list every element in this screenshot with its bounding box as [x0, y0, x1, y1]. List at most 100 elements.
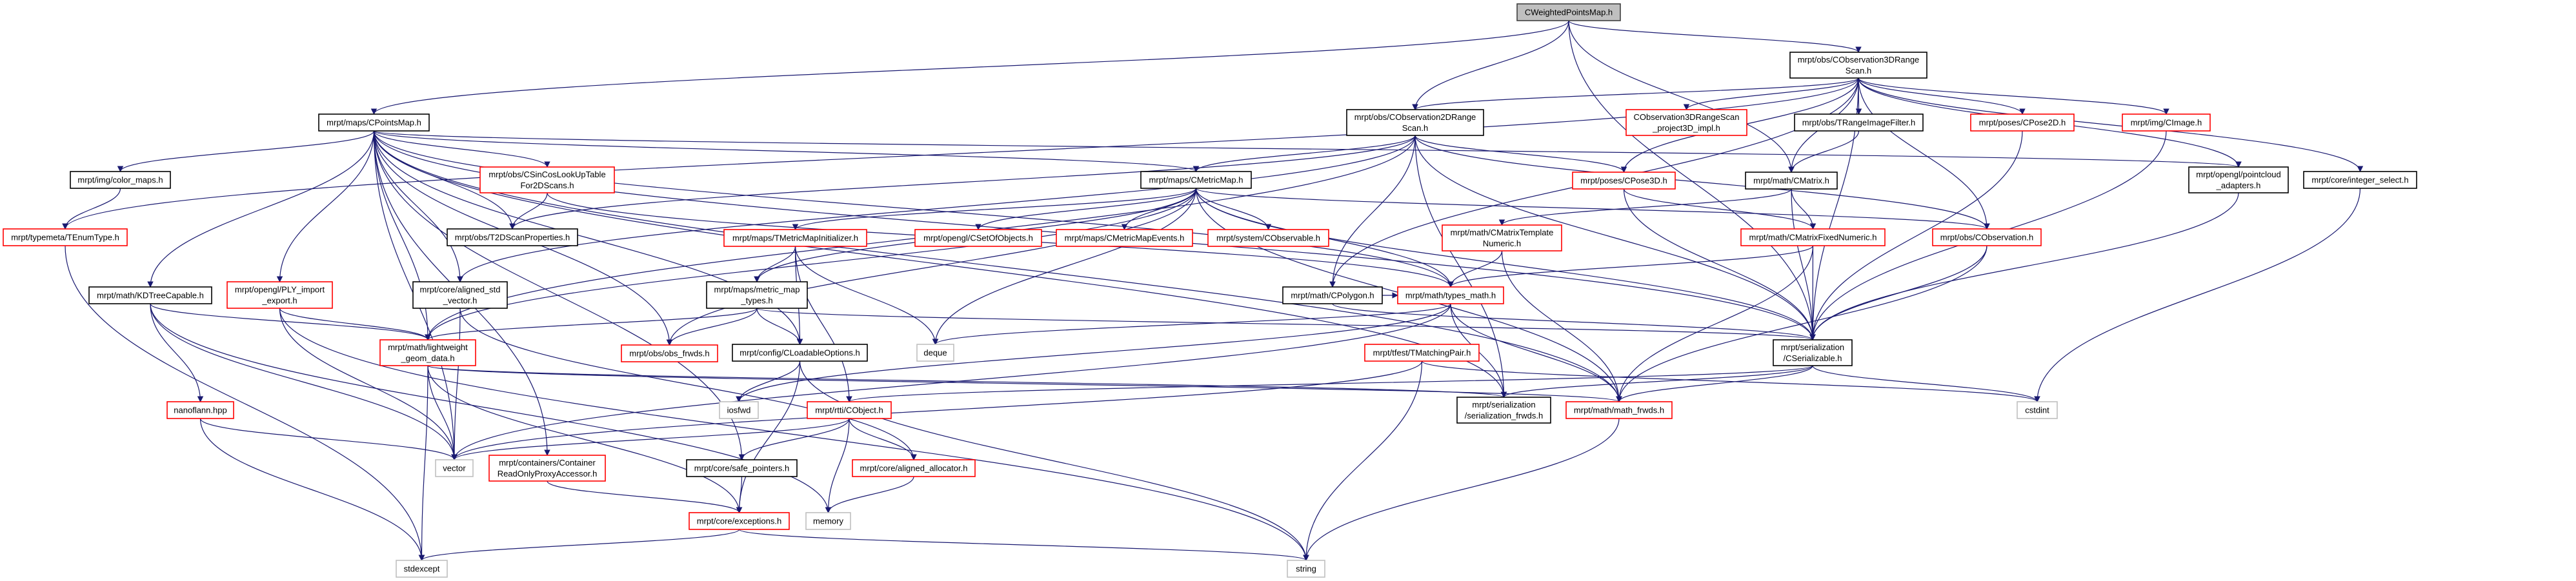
node-dq[interactable]: deque — [916, 344, 954, 362]
node-cw[interactable]: CWeightedPointsMap.h — [1516, 3, 1621, 21]
node-box[interactable] — [914, 229, 1042, 247]
node-cs[interactable]: mrpt/serialization/CSerializable.h — [1773, 339, 1853, 366]
node-box[interactable] — [396, 560, 448, 578]
node-box[interactable] — [166, 401, 234, 419]
node-box[interactable] — [479, 166, 615, 193]
node-box[interactable] — [1516, 3, 1621, 21]
node-mfw[interactable]: mrpt/math/math_frwds.h — [1565, 401, 1673, 419]
node-box[interactable] — [1625, 109, 1747, 136]
node-io[interactable]: iosfwd — [719, 401, 759, 419]
node-box[interactable] — [2303, 171, 2417, 189]
node-box[interactable] — [3, 228, 128, 246]
node-box[interactable] — [1572, 172, 1676, 190]
node-box[interactable] — [686, 459, 798, 477]
node-box[interactable] — [1140, 171, 1252, 189]
node-cob[interactable]: mrpt/rtti/CObject.h — [807, 401, 892, 419]
node-box[interactable] — [1442, 224, 1562, 251]
node-mx[interactable]: mrpt/math/CMatrix.h — [1745, 172, 1838, 190]
node-box[interactable] — [719, 401, 759, 419]
node-me[interactable]: mrpt/maps/CMetricMapEvents.h — [1056, 229, 1193, 247]
node-box[interactable] — [1056, 229, 1193, 247]
node-box[interactable] — [1970, 113, 2075, 132]
node-so[interactable]: mrpt/opengl/CSetOfObjects.h — [914, 229, 1042, 247]
node-mmt[interactable]: mrpt/maps/metric_map_types.h — [706, 281, 808, 309]
node-co[interactable]: mrpt/obs/CObservation.h — [1932, 228, 2042, 246]
node-box[interactable] — [1456, 397, 1551, 424]
node-box[interactable] — [723, 229, 867, 247]
node-cm[interactable]: mrpt/img/color_maps.h — [70, 171, 171, 189]
node-se[interactable]: stdexcept — [396, 560, 448, 578]
node-box[interactable] — [805, 512, 851, 530]
node-box[interactable] — [1207, 229, 1329, 247]
node-te[interactable]: mrpt/typemeta/TEnumType.h — [3, 228, 128, 246]
node-box[interactable] — [1745, 172, 1838, 190]
node-box[interactable] — [2017, 401, 2058, 419]
node-box[interactable] — [807, 401, 892, 419]
node-pose3[interactable]: mrpt/poses/CPose3D.h — [1572, 172, 1676, 190]
node-aa[interactable]: mrpt/core/aligned_allocator.h — [852, 459, 976, 477]
node-lw[interactable]: mrpt/math/lightweight_geom_data.h — [379, 339, 476, 366]
node-box[interactable] — [916, 344, 954, 362]
node-box[interactable] — [88, 286, 212, 304]
node-pm[interactable]: mrpt/maps/CPointsMap.h — [318, 113, 430, 132]
node-box[interactable] — [732, 344, 868, 362]
node-box[interactable] — [852, 459, 976, 477]
node-box[interactable] — [1565, 401, 1673, 419]
node-box[interactable] — [1794, 113, 1924, 132]
node-box[interactable] — [2188, 166, 2289, 193]
node-box[interactable] — [379, 339, 476, 366]
node-box[interactable] — [2122, 113, 2211, 132]
node-tm[interactable]: mrpt/math/types_math.h — [1397, 286, 1504, 304]
node-box[interactable] — [689, 512, 790, 530]
node-box[interactable] — [1397, 286, 1504, 304]
node-is[interactable]: mrpt/core/integer_select.h — [2303, 171, 2417, 189]
node-o3[interactable]: mrpt/obs/CObservation3DRangeScan.h — [1789, 52, 1927, 79]
node-box[interactable] — [1740, 228, 1886, 246]
node-box[interactable] — [1364, 344, 1480, 362]
node-box[interactable] — [706, 281, 808, 309]
node-t2[interactable]: mrpt/obs/T2DScanProperties.h — [447, 228, 578, 246]
node-im[interactable]: mrpt/img/CImage.h — [2122, 113, 2211, 132]
node-cr[interactable]: mrpt/containers/ContainerReadOnlyProxyAc… — [488, 455, 606, 482]
node-ex[interactable]: mrpt/core/exceptions.h — [689, 512, 790, 530]
node-ci[interactable]: cstdint — [2017, 401, 2058, 419]
node-mi[interactable]: mrpt/maps/TMetricMapInitializer.h — [723, 229, 867, 247]
node-box[interactable] — [435, 459, 474, 477]
node-asv[interactable]: mrpt/core/aligned_std_vector.h — [412, 281, 508, 309]
node-kd[interactable]: mrpt/math/KDTreeCapable.h — [88, 286, 212, 304]
node-p2[interactable]: mrpt/poses/CPose2D.h — [1970, 113, 2075, 132]
node-sp[interactable]: mrpt/core/safe_pointers.h — [686, 459, 798, 477]
node-ply[interactable]: mrpt/opengl/PLY_import_export.h — [226, 281, 333, 309]
node-box[interactable] — [1346, 109, 1484, 136]
node-box[interactable] — [318, 113, 430, 132]
node-box[interactable] — [1789, 52, 1927, 79]
node-ob[interactable]: mrpt/system/CObservable.h — [1207, 229, 1329, 247]
node-lo[interactable]: mrpt/config/CLoadableOptions.h — [732, 344, 868, 362]
node-mm[interactable]: mrpt/maps/CMetricMap.h — [1140, 171, 1252, 189]
node-box[interactable] — [488, 455, 606, 482]
node-box[interactable] — [1773, 339, 1853, 366]
node-box[interactable] — [70, 171, 171, 189]
node-sf[interactable]: mrpt/serialization/serialization_frwds.h — [1456, 397, 1551, 424]
node-pc[interactable]: mrpt/opengl/pointcloud_adapters.h — [2188, 166, 2289, 193]
node-mf[interactable]: mrpt/math/CMatrixFixedNumeric.h — [1740, 228, 1886, 246]
node-rf[interactable]: mrpt/obs/TRangeImageFilter.h — [1794, 113, 1924, 132]
node-st[interactable]: string — [1287, 560, 1325, 578]
node-box[interactable] — [412, 281, 508, 309]
node-box[interactable] — [226, 281, 333, 309]
node-mem[interactable]: memory — [805, 512, 851, 530]
node-p3[interactable]: CObservation3DRangeScan_project3D_impl.h — [1625, 109, 1747, 136]
node-pg[interactable]: mrpt/math/CPolygon.h — [1282, 286, 1383, 304]
node-box[interactable] — [447, 228, 578, 246]
node-box[interactable] — [621, 344, 718, 362]
node-nf[interactable]: nanoflann.hpp — [166, 401, 234, 419]
node-box[interactable] — [1932, 228, 2042, 246]
node-of[interactable]: mrpt/obs/obs_frwds.h — [621, 344, 718, 362]
node-ve[interactable]: vector — [435, 459, 474, 477]
node-mp[interactable]: mrpt/tfest/TMatchingPair.h — [1364, 344, 1480, 362]
node-box[interactable] — [1282, 286, 1383, 304]
node-box[interactable] — [1287, 560, 1325, 578]
